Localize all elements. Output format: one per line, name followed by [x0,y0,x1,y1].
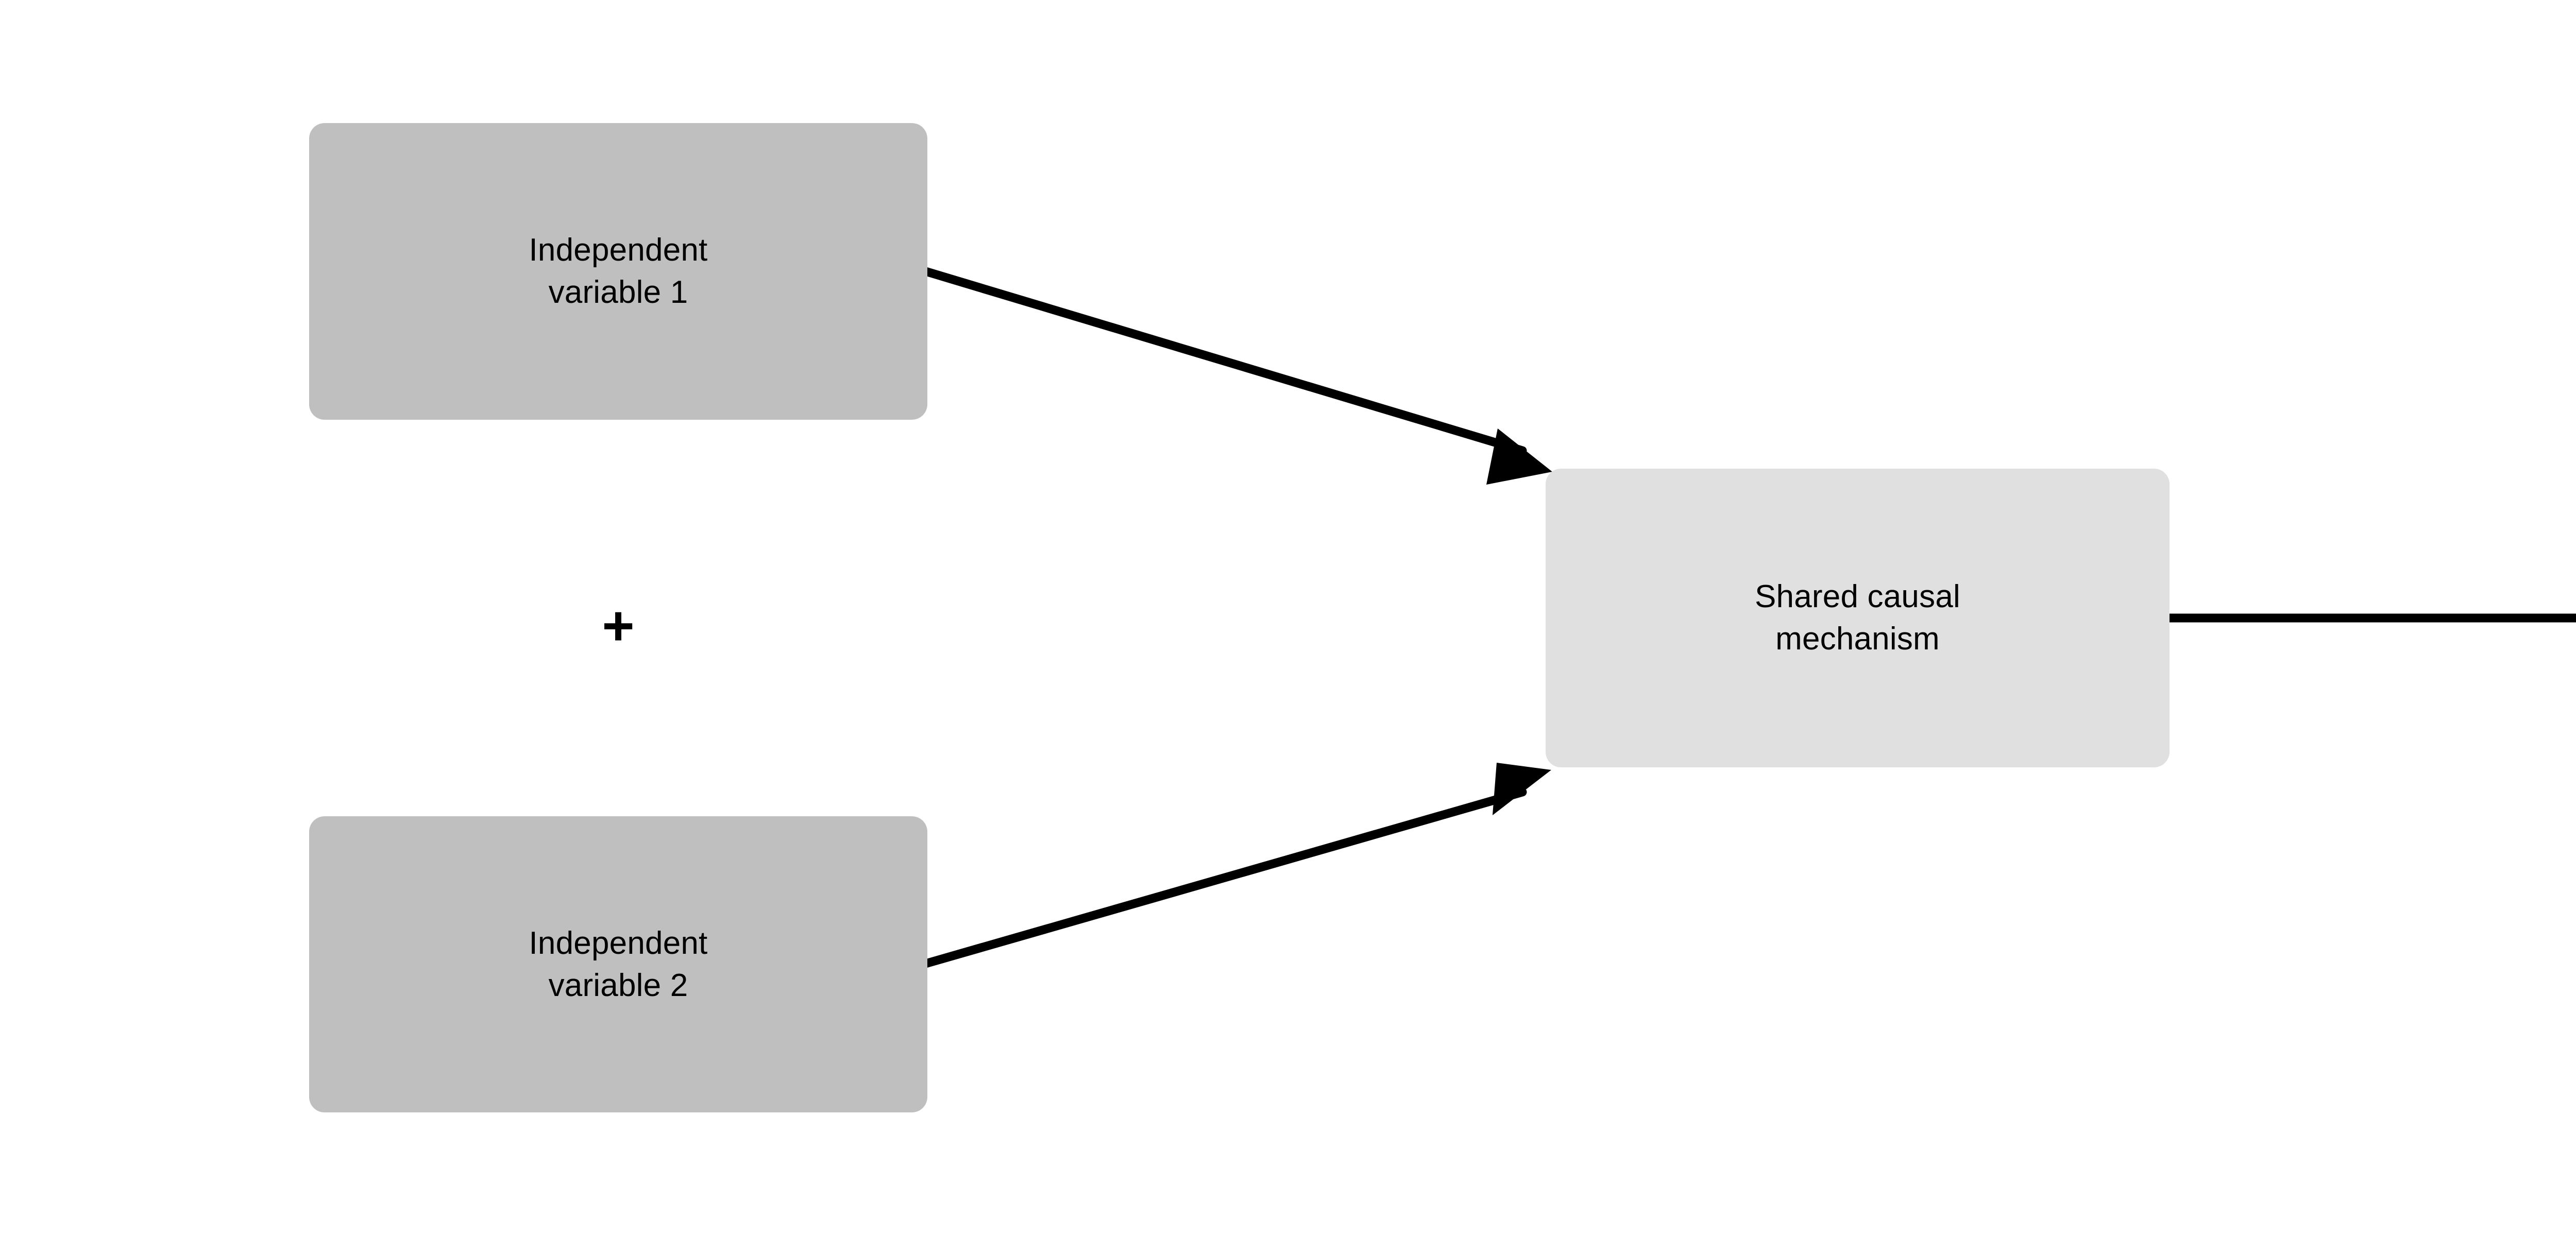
edge-iv2-to-mechanism [921,763,1551,968]
edge-iv1-line [921,267,1527,455]
plus-operator-symbol: + [602,594,635,657]
node-shared-causal-mechanism[interactable]: Shared causal mechanism [1546,469,2170,767]
edge-iv1-to-mechanism [921,267,1552,485]
node-independent-variable-2-label: Independent variable 2 [529,925,708,1003]
edge-iv1-arrowhead-icon [1486,428,1552,485]
node-independent-variable-2[interactable]: Independent variable 2 [309,816,927,1112]
edge-mechanism-to-dependent [2170,613,2576,623]
node-independent-variable-1[interactable]: Independent variable 1 [309,123,927,420]
node-shared-causal-mechanism-label: Shared causal mechanism [1755,579,1960,657]
edge-iv2-line [921,787,1527,968]
edge-iv2-arrowhead-icon [1493,763,1551,815]
node-independent-variable-1-label: Independent variable 1 [529,232,708,310]
